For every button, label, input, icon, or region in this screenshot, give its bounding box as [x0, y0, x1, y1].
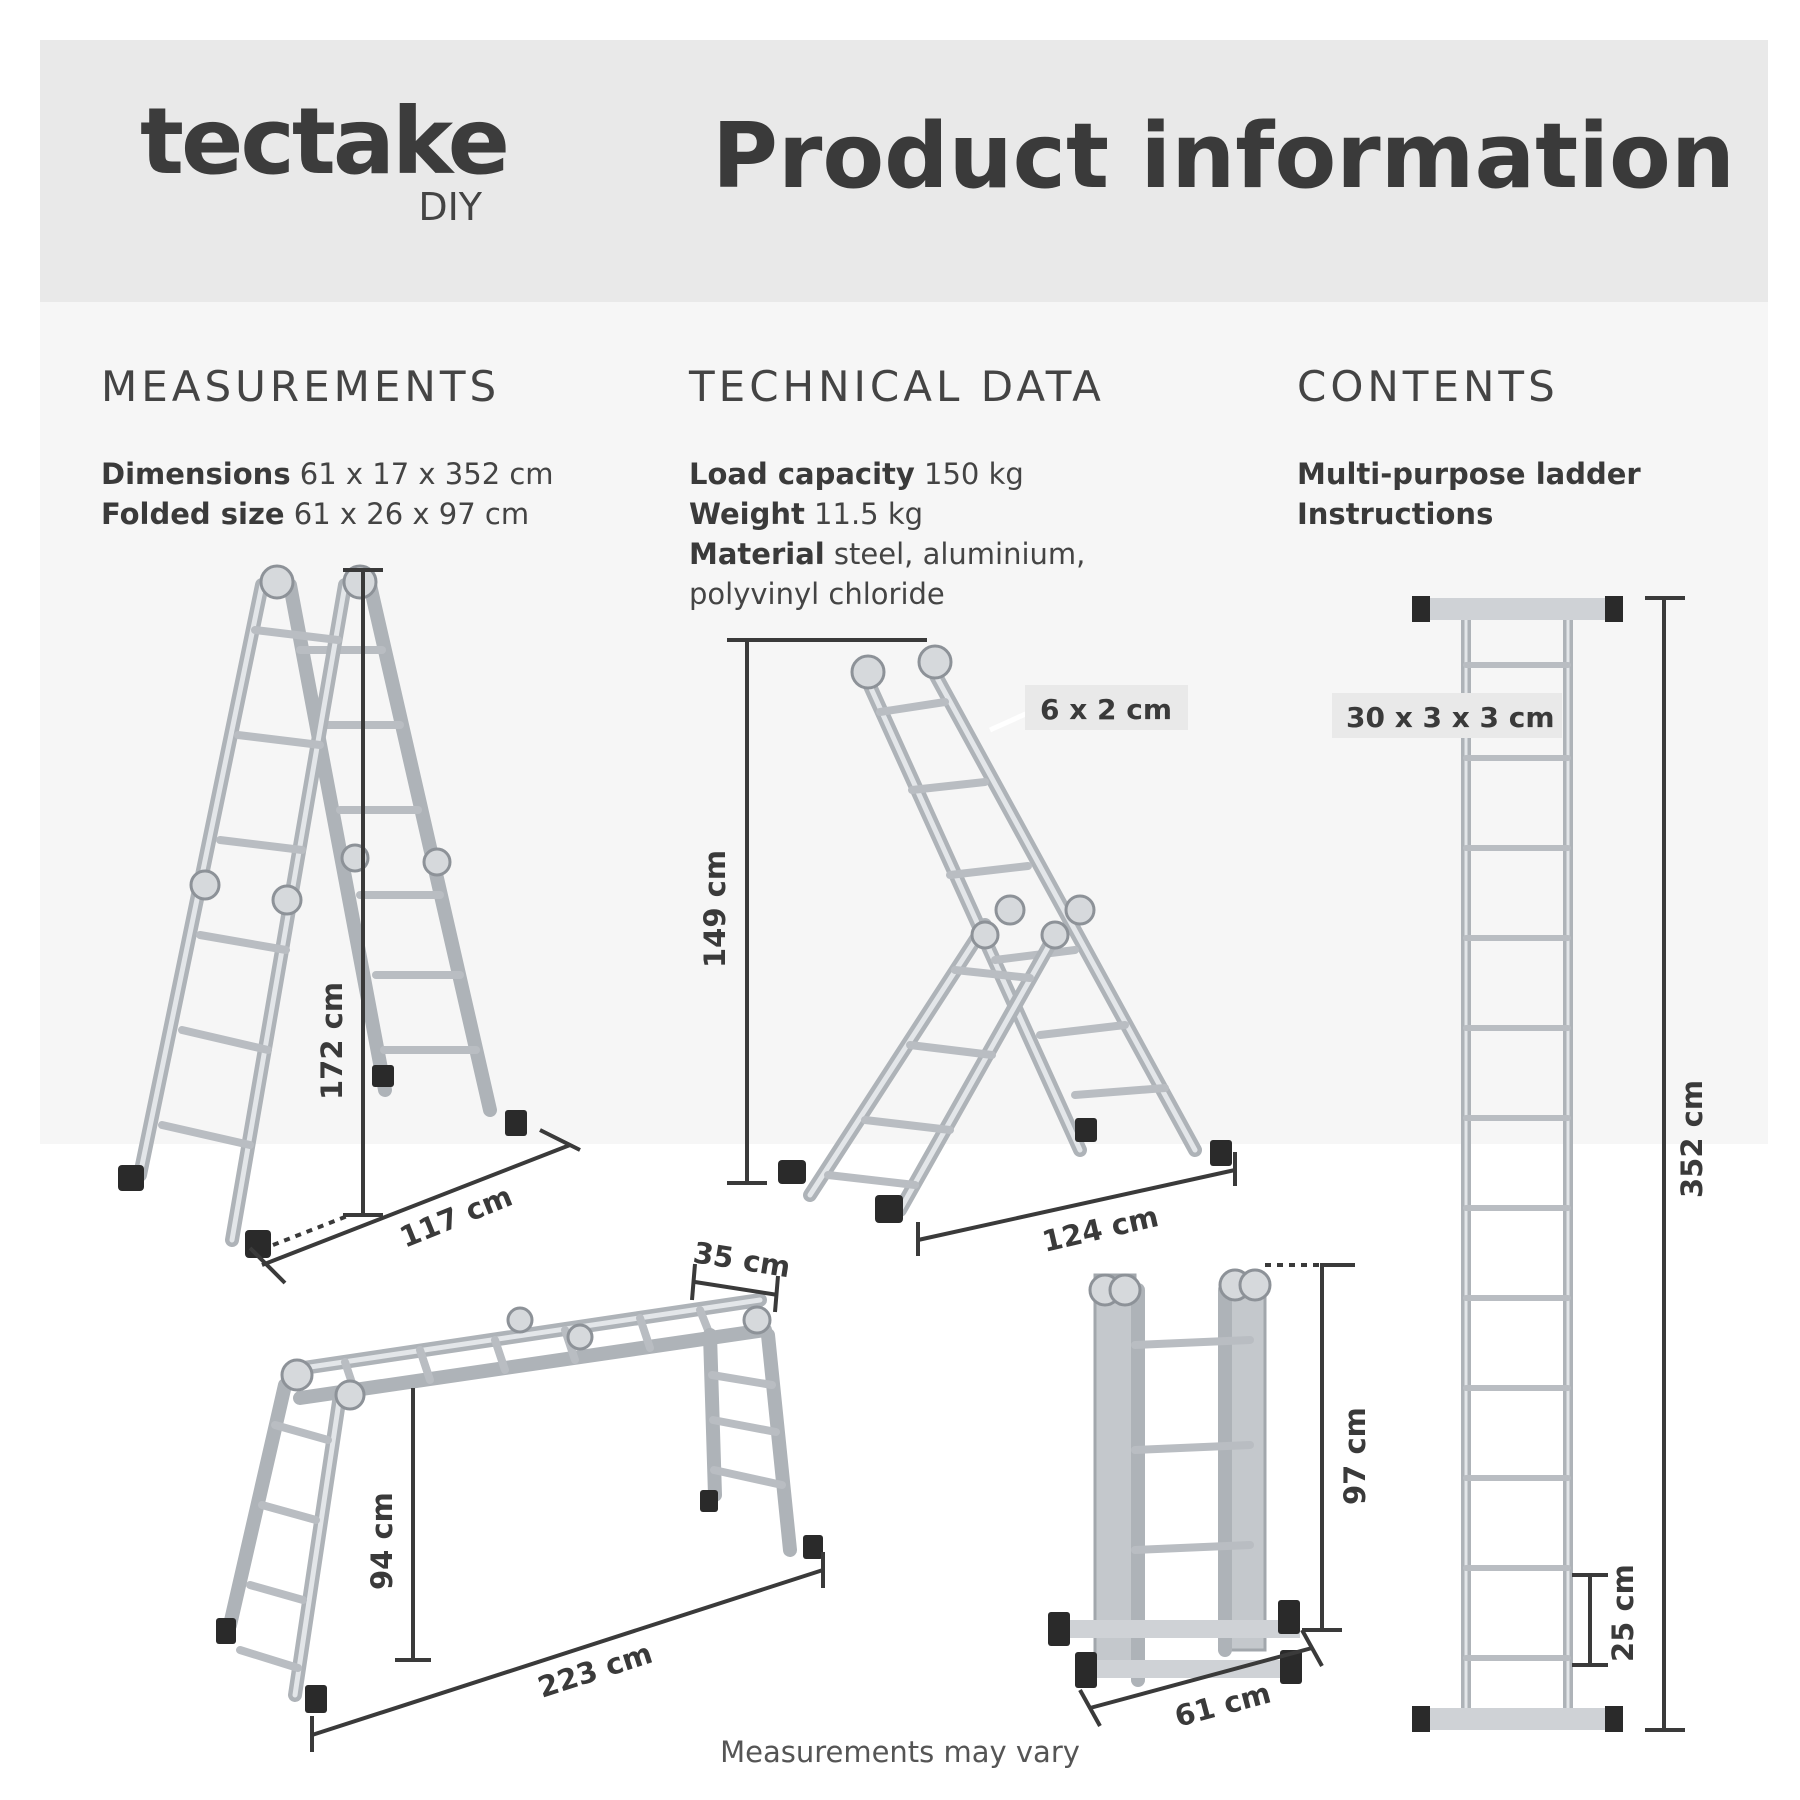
vshape-height-label: 149 cm — [698, 850, 732, 968]
profile-size-label: 6 x 2 cm — [1040, 693, 1172, 726]
platform-length-label: 223 cm — [534, 1636, 657, 1705]
rung-size-label: 30 x 3 x 3 cm — [1346, 701, 1555, 734]
technical-row: polyvinyl chloride — [689, 574, 1085, 614]
contents-row: Instructions — [1297, 494, 1641, 534]
row-label: Dimensions — [101, 457, 291, 491]
row-label: Folded size — [101, 497, 285, 531]
technical-data-info: Load capacity 150 kg Weight 11.5 kg Mate… — [689, 454, 1085, 614]
header-band — [40, 40, 1768, 302]
full-height-label: 352 cm — [1675, 1080, 1709, 1198]
rung-spacing-label: 25 cm — [1606, 1564, 1640, 1662]
row-label: Weight — [689, 497, 805, 531]
platform-depth-label: 35 cm — [691, 1235, 793, 1284]
brand-sub: DIY — [418, 185, 482, 229]
measurements-disclaimer: Measurements may vary — [720, 1735, 1080, 1769]
contents-title: CONTENTS — [1297, 362, 1559, 411]
technical-row: Load capacity 150 kg — [689, 454, 1085, 494]
measurements-row: Folded size 61 x 26 x 97 cm — [101, 494, 554, 534]
ladder-platform: 94 cm 223 cm 35 cm — [216, 1235, 825, 1752]
measurements-title: MEASUREMENTS — [101, 362, 501, 411]
measurements-info: Dimensions 61 x 17 x 352 cm Folded size … — [101, 454, 554, 534]
row-value: 150 kg — [914, 457, 1024, 491]
row-label: Material — [689, 537, 825, 571]
row-label: Multi-purpose ladder — [1297, 457, 1641, 491]
brand-name: tectake — [140, 88, 510, 195]
technical-row: Material steel, aluminium, — [689, 534, 1085, 574]
ladder-folded: 97 cm 61 cm — [1048, 1263, 1372, 1734]
page-title: Product information — [712, 104, 1735, 209]
ladder-v-shape: 6 x 2 cm 149 cm 124 cm — [698, 638, 1237, 1259]
technical-data-title: TECHNICAL DATA — [689, 362, 1105, 411]
row-label: Load capacity — [689, 457, 915, 491]
platform-height-label: 94 cm — [365, 1492, 399, 1590]
row-value: 11.5 kg — [804, 497, 924, 531]
aframe-height-label: 172 cm — [315, 982, 349, 1100]
row-value: polyvinyl chloride — [689, 577, 945, 611]
technical-row: Weight 11.5 kg — [689, 494, 1085, 534]
row-value: steel, aluminium, — [824, 537, 1086, 571]
row-label: Instructions — [1297, 497, 1494, 531]
folded-height-label: 97 cm — [1338, 1407, 1372, 1505]
brand-logo: tectake DIY — [140, 96, 510, 236]
folded-width-label: 61 cm — [1171, 1676, 1274, 1734]
ladder-a-frame: 172 cm 117 cm — [118, 564, 581, 1285]
ladder-straight: 30 x 3 x 3 cm 352 cm 25 cm — [1332, 596, 1709, 1732]
measurements-row: Dimensions 61 x 17 x 352 cm — [101, 454, 554, 494]
row-value: 61 x 26 x 97 cm — [284, 497, 530, 531]
contents-info: Multi-purpose ladder Instructions — [1297, 454, 1641, 534]
contents-row: Multi-purpose ladder — [1297, 454, 1641, 494]
row-value: 61 x 17 x 352 cm — [290, 457, 554, 491]
